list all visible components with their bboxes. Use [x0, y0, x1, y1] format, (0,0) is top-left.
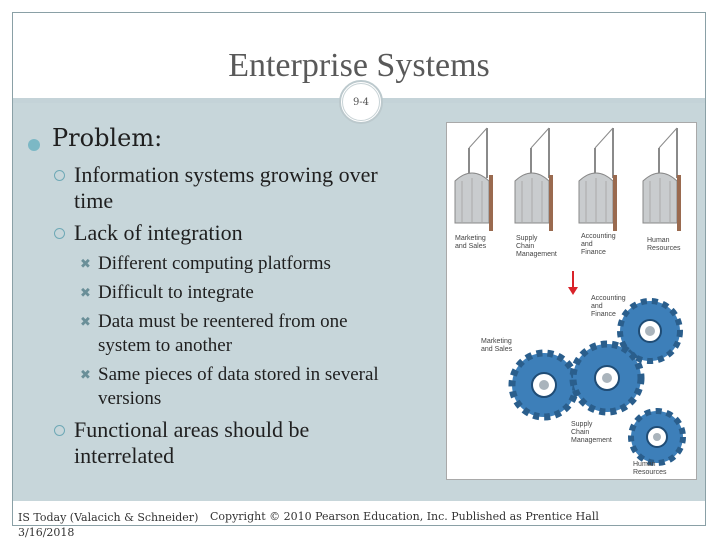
bullet-growing-line1: Information systems growing over	[74, 162, 378, 187]
x-bullet-icon: ✖	[80, 315, 91, 330]
slide-title: Enterprise Systems	[228, 47, 490, 84]
x-bullet-icon: ✖	[80, 257, 91, 272]
gear-icon	[508, 349, 580, 421]
gear-icon	[569, 340, 645, 416]
bullet-functional-line2: interrelated	[74, 443, 175, 468]
footer-source-line1: IS Today (Valacich & Schneider)	[18, 511, 199, 524]
bullet-problem: Problem:	[52, 124, 163, 152]
down-arrow-icon	[568, 271, 578, 295]
slide-number-badge: 9-4	[339, 80, 383, 124]
bullet-reentered-line1: Data must be reentered from one	[98, 311, 348, 332]
bullet-versions-line1: Same pieces of data stored in several	[98, 364, 379, 385]
bullet-platforms: Different computing platforms	[98, 253, 331, 274]
figure-illustration	[454, 127, 686, 466]
bullet-dot-icon	[28, 139, 40, 151]
ring-bullet-icon	[54, 170, 65, 181]
x-bullet-icon: ✖	[80, 368, 91, 383]
footer-source: IS Today (Valacich & Schneider) 3/16/201…	[18, 510, 198, 540]
silo-icon	[454, 127, 493, 231]
silo-icon	[578, 127, 617, 231]
bullet-functional-line1: Functional areas should be	[74, 417, 310, 442]
bullet-versions-line2: versions	[98, 388, 162, 409]
bullet-growing-line2: time	[74, 188, 114, 213]
footer-copyright: Copyright © 2010 Pearson Education, Inc.…	[210, 510, 599, 523]
silo-icon	[514, 127, 553, 231]
ring-bullet-icon	[54, 228, 65, 239]
bullet-lack-integration: Lack of integration	[74, 220, 243, 245]
gear-icon	[617, 298, 683, 364]
footer-date: 3/16/2018	[18, 526, 75, 539]
bullet-reentered-line2: system to another	[98, 335, 233, 356]
slide-number: 9-4	[342, 83, 380, 121]
bullet-difficult: Difficult to integrate	[98, 282, 254, 303]
ring-bullet-icon	[54, 425, 65, 436]
silo-icon	[642, 127, 681, 231]
gear-icon	[628, 408, 686, 466]
x-bullet-icon: ✖	[80, 286, 91, 301]
